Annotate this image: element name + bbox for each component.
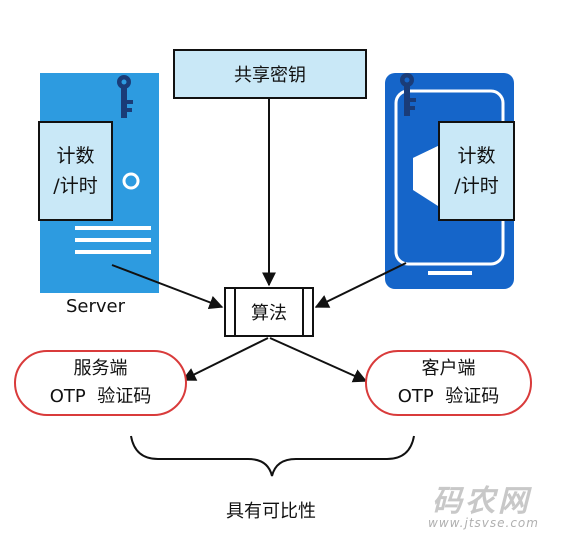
client-counter-line2: /计时 — [454, 175, 499, 197]
key-icon — [400, 73, 416, 116]
client-counter-box: 计数 /计时 — [438, 121, 515, 221]
client-otp-line1: 客户端 — [421, 358, 476, 379]
shared-key-label: 共享密钥 — [234, 65, 306, 86]
arrow-client-to-algorithm — [314, 262, 407, 308]
server-vent-3 — [75, 250, 151, 254]
server-vent-1 — [75, 226, 151, 230]
watermark-url: www.jtsvse.com — [428, 516, 539, 530]
arrow-server-to-algorithm — [111, 264, 224, 310]
server-label: Server — [66, 296, 126, 317]
server-otp-line1: 服务端 — [73, 358, 128, 379]
comparable-label: 具有可比性 — [226, 501, 316, 522]
server-vent-2 — [75, 238, 151, 242]
arrow-algorithm-to-server-otp — [181, 337, 269, 381]
server-counter-line1: 计数 — [56, 145, 95, 167]
arrow-algorithm-to-client-otp — [269, 337, 368, 383]
comparison-brace — [130, 435, 415, 477]
server-counter-box: 计数 /计时 — [38, 121, 113, 221]
shared-key-box: 共享密钥 — [173, 49, 367, 99]
watermark-logo: 码农网 — [432, 484, 531, 519]
algorithm-label: 算法 — [251, 303, 287, 324]
box-icon — [413, 146, 438, 206]
algorithm-box: 算法 — [224, 287, 314, 337]
server-status-light — [122, 172, 140, 190]
key-icon — [117, 75, 133, 118]
client-otp-pill: 客户端 OTP 验证码 — [365, 350, 532, 416]
server-counter-line2: /计时 — [53, 175, 98, 197]
phone-home-bar — [428, 271, 472, 275]
server-otp-line2: OTP 验证码 — [49, 386, 152, 407]
client-otp-line2: OTP 验证码 — [397, 386, 500, 407]
server-otp-pill: 服务端 OTP 验证码 — [14, 350, 187, 416]
client-counter-line1: 计数 — [457, 145, 496, 167]
